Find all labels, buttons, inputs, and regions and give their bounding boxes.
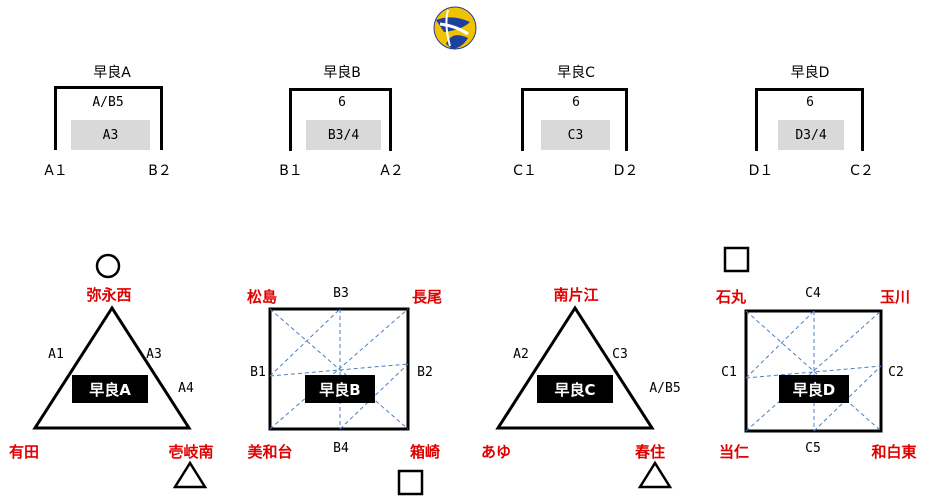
match-right: C3 bbox=[612, 347, 628, 362]
team-top: 南片江 bbox=[553, 286, 599, 304]
bracket-title: 早良C bbox=[557, 65, 595, 81]
bracket-top-match: 6 bbox=[806, 95, 814, 110]
bracket-left-team: C１ bbox=[513, 163, 537, 179]
bracket-frame bbox=[54, 86, 163, 150]
group-d-square-marker bbox=[723, 246, 750, 273]
group-center-label: 早良C bbox=[537, 375, 613, 403]
group-c-triangle bbox=[495, 305, 655, 430]
bracket-left-team: D１ bbox=[748, 163, 774, 179]
bracket-right-team: B２ bbox=[148, 163, 172, 179]
group-center-label: 早良A bbox=[72, 375, 148, 403]
team-bottom-right: 箱崎 bbox=[409, 443, 441, 461]
match-bottom: B4 bbox=[333, 441, 349, 456]
bracket-right-team: C２ bbox=[850, 163, 874, 179]
group-b-square-marker bbox=[397, 469, 424, 496]
match-outside: A/B5 bbox=[649, 381, 681, 396]
bracket-ref-box: B3/4 bbox=[306, 120, 381, 150]
bracket-ref-box: A3 bbox=[71, 120, 150, 150]
match-right: B2 bbox=[417, 365, 433, 380]
bracket-right-team: A２ bbox=[380, 163, 404, 179]
bracket-title: 早良D bbox=[790, 65, 830, 81]
bracket-top-match: 6 bbox=[572, 95, 580, 110]
match-left: A2 bbox=[513, 347, 529, 362]
match-top: C4 bbox=[805, 286, 821, 301]
group-center-label: 早良B bbox=[305, 375, 375, 403]
group-c-triangle-marker bbox=[637, 460, 673, 489]
team-top-right: 長尾 bbox=[411, 288, 443, 306]
match-bottom: C5 bbox=[805, 441, 821, 456]
team-top-left: 石丸 bbox=[715, 288, 747, 306]
match-top: B3 bbox=[333, 286, 349, 301]
bracket-title: 早良B bbox=[323, 65, 361, 81]
team-bottom-left: 美和台 bbox=[247, 443, 293, 461]
bracket-ref-box: C3 bbox=[541, 120, 610, 150]
bracket-right-team: D２ bbox=[613, 163, 639, 179]
team-top: 弥永西 bbox=[86, 286, 132, 304]
match-outside: A4 bbox=[178, 381, 194, 396]
bracket-frame bbox=[755, 88, 864, 151]
group-a-triangle-marker bbox=[172, 460, 208, 489]
group-b-arrows bbox=[269, 308, 409, 430]
bracket-title: 早良A bbox=[93, 65, 131, 81]
team-bottom-left: 当仁 bbox=[718, 443, 750, 461]
bracket-left-team: A１ bbox=[44, 163, 68, 179]
team-bottom-right: 壱岐南 bbox=[168, 443, 214, 461]
match-left: C1 bbox=[721, 365, 737, 380]
group-a-circle-marker bbox=[95, 253, 121, 279]
team-bottom-right: 春住 bbox=[634, 443, 666, 461]
group-center-label: 早良D bbox=[779, 375, 849, 403]
bracket-frame bbox=[521, 88, 628, 151]
match-right: A3 bbox=[146, 347, 162, 362]
team-top-right: 玉川 bbox=[879, 288, 911, 306]
match-left: B1 bbox=[250, 365, 266, 380]
group-d-arrows bbox=[745, 310, 882, 432]
group-a-triangle bbox=[32, 305, 192, 430]
bracket-ref-box: D3/4 bbox=[778, 120, 844, 150]
bracket-frame bbox=[289, 88, 392, 151]
bracket-top-match: 6 bbox=[338, 95, 346, 110]
match-left: A1 bbox=[48, 347, 64, 362]
team-bottom-left: 有田 bbox=[8, 443, 40, 461]
bracket-left-team: B１ bbox=[279, 163, 303, 179]
team-bottom-right: 和白東 bbox=[871, 443, 917, 461]
team-top-left: 松島 bbox=[246, 288, 278, 306]
volleyball-icon bbox=[433, 6, 477, 50]
match-right: C2 bbox=[888, 365, 904, 380]
team-bottom-left: あゆ bbox=[480, 443, 512, 461]
group-b-square bbox=[268, 307, 410, 431]
bracket-top-match: A/B5 bbox=[92, 95, 124, 110]
